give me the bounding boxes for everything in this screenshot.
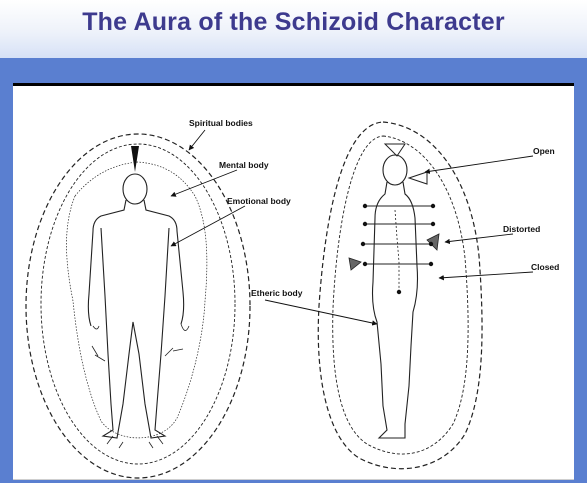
side-figure-illustration <box>317 121 483 470</box>
label-spiritual-bodies: Spiritual bodies <box>189 118 253 128</box>
slide-header: The Aura of the Schizoid Character <box>0 0 587 58</box>
label-distorted: Distorted <box>503 224 540 234</box>
crown-funnel <box>383 143 406 157</box>
side-body <box>371 154 419 439</box>
leader-arrows <box>170 129 534 326</box>
heart-funnel <box>426 233 440 251</box>
spiritual-aura-left <box>40 143 236 465</box>
chakra-cords <box>363 205 435 265</box>
slide-title: The Aura of the Schizoid Character <box>82 8 505 36</box>
outer-aura-left <box>25 133 251 479</box>
label-emotional-body: Emotional body <box>227 196 291 206</box>
diagram-panel: Spiritual bodies Mental body Emotional b… <box>13 83 574 480</box>
solar-funnel <box>348 257 362 271</box>
outer-aura-right <box>317 121 483 470</box>
front-body <box>87 173 190 439</box>
emotional-aura-left <box>66 161 208 439</box>
inner-aura-right <box>332 135 469 455</box>
label-etheric-body: Etheric body <box>251 288 303 298</box>
throat-funnel <box>407 171 428 185</box>
aura-diagram: Spiritual bodies Mental body Emotional b… <box>25 118 559 479</box>
front-figure-illustration <box>25 133 251 479</box>
label-mental-body: Mental body <box>219 160 269 170</box>
label-closed: Closed <box>531 262 559 272</box>
label-open: Open <box>533 146 555 156</box>
